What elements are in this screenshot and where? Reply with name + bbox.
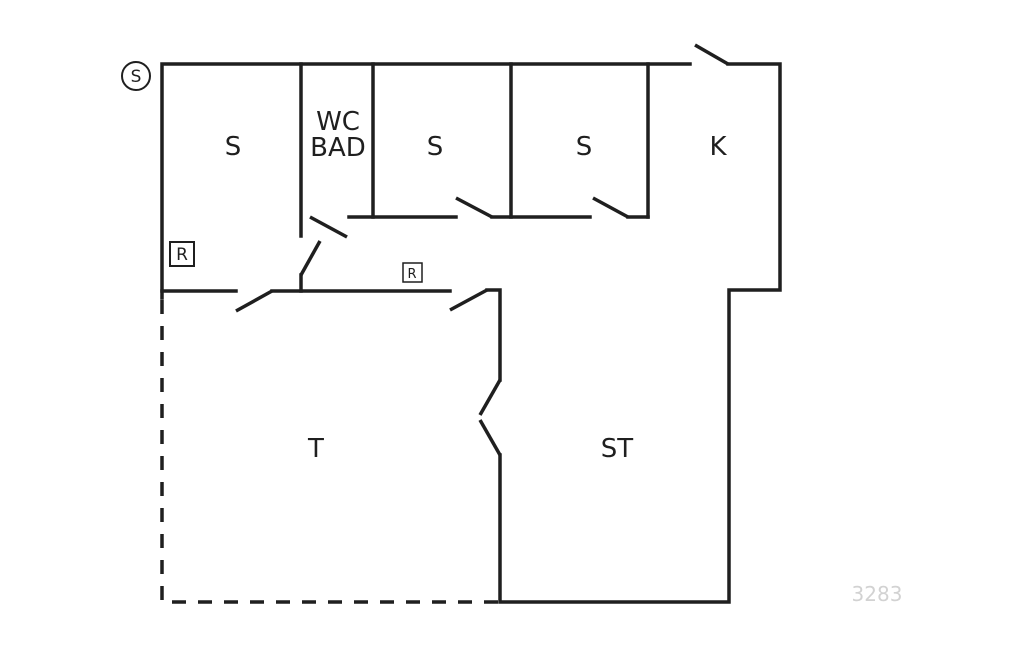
door-bedroom3	[592, 196, 629, 219]
symbols: S R R	[121, 61, 423, 283]
circle-marker-label: S	[131, 67, 142, 87]
door-wc	[309, 215, 348, 239]
door-living-terrace-2	[478, 419, 502, 456]
circle-marker-icon	[121, 61, 151, 91]
room-label-bath: BAD	[310, 133, 366, 163]
outer-wall-top-left	[160, 62, 692, 300]
door-bedroom1	[299, 240, 322, 276]
door-bedroom2	[455, 196, 493, 219]
door-living-terrace-1	[478, 379, 502, 416]
labels: S WC BAD S S K T ST	[225, 107, 728, 464]
walls	[160, 62, 782, 604]
door-kitchen-entry	[694, 43, 729, 66]
door-living	[449, 288, 488, 312]
room-label-living: ST	[601, 434, 634, 464]
storage-box-icon-1	[169, 241, 195, 267]
dashed-boundary	[160, 300, 500, 604]
room-label-bedroom-1: S	[225, 132, 242, 162]
room-label-kitchen: K	[709, 132, 727, 162]
room-label-bedroom-2: S	[427, 132, 444, 162]
storage-box-icon-2	[402, 262, 423, 283]
door-terrace	[235, 289, 273, 313]
outer-wall-right	[498, 62, 782, 604]
terrace-boundary	[160, 300, 500, 604]
doors	[235, 43, 729, 456]
plan-number: 3283	[852, 582, 903, 606]
storage-label-2: R	[407, 267, 416, 282]
storage-label-1: R	[176, 245, 188, 265]
room-label-wc: WC	[316, 107, 360, 137]
wall-living-left	[485, 288, 502, 382]
room-label-terrace: T	[307, 434, 324, 464]
room-label-bedroom-3: S	[576, 132, 593, 162]
